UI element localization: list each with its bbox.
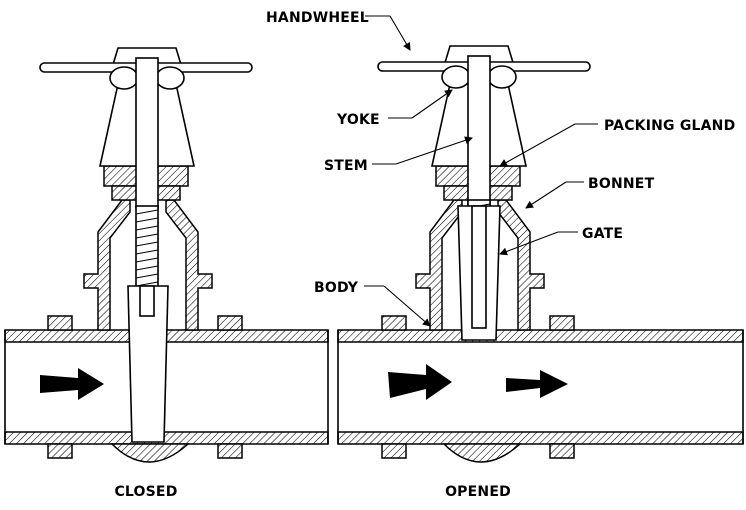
- caption-opened: OPENED: [445, 484, 511, 500]
- body-wall-left: [415, 199, 463, 331]
- flange: [217, 443, 243, 459]
- pipe-top-wall: [337, 329, 744, 343]
- label-gate: GATE: [582, 226, 623, 242]
- flange: [381, 315, 407, 331]
- body-wall-right: [165, 199, 213, 331]
- flow-arrow: [40, 368, 104, 400]
- opened-valve: [337, 45, 744, 463]
- flange: [47, 443, 73, 459]
- label-packing-gland: PACKING GLAND: [604, 118, 735, 134]
- label-stem: STEM: [324, 158, 368, 174]
- body-bottom: [110, 443, 190, 463]
- label-handwheel: HANDWHEEL: [266, 10, 369, 26]
- body-wall-left: [83, 199, 131, 331]
- flange: [549, 315, 575, 331]
- caption-closed: CLOSED: [114, 484, 177, 500]
- flange: [217, 315, 243, 331]
- flange: [549, 443, 575, 459]
- pipe-bottom-wall: [4, 431, 329, 445]
- stem: [467, 55, 491, 207]
- flange: [381, 443, 407, 459]
- pipe-bottom-wall: [337, 431, 744, 445]
- closed-valve: [4, 47, 329, 463]
- flange: [47, 315, 73, 331]
- label-bonnet: BONNET: [588, 176, 655, 192]
- label-yoke: YOKE: [336, 112, 380, 128]
- label-body: BODY: [314, 280, 359, 296]
- flow-arrow: [506, 370, 568, 398]
- leader-lines: [364, 15, 598, 327]
- body-wall-right: [497, 199, 545, 331]
- stem: [135, 57, 159, 209]
- body-bottom: [442, 443, 522, 463]
- flow-arrow: [388, 364, 452, 400]
